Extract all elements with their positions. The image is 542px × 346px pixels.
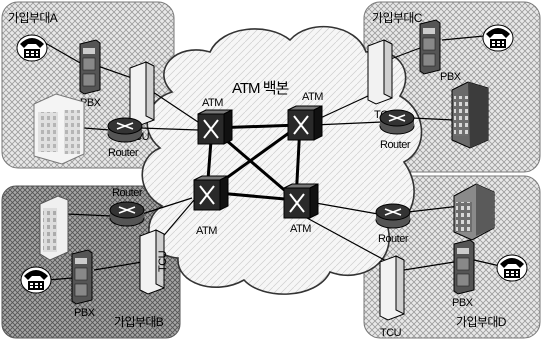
router-icon <box>107 117 143 143</box>
pbx-icon <box>419 19 441 75</box>
tcu-icon <box>367 39 393 105</box>
building-icon <box>33 93 85 165</box>
phone-icon <box>16 34 48 62</box>
router-label-b: Router <box>112 187 143 199</box>
pbx-label-c: PBX <box>440 71 462 83</box>
router-label-a: Router <box>108 147 139 159</box>
router-icon <box>109 201 145 227</box>
atm-switch-icon <box>193 175 229 211</box>
atm-switch-icon <box>197 109 233 145</box>
phone-icon <box>496 254 528 282</box>
tcu-icon <box>129 61 155 127</box>
atm-label-3: ATM <box>196 225 217 237</box>
site-title-d: 가입부대D <box>456 315 507 329</box>
site-title-c: 가입부대C <box>372 11 423 25</box>
router-icon <box>379 109 415 135</box>
tcu-icon <box>379 255 405 321</box>
pbx-icon <box>71 249 93 305</box>
router-label-d: Router <box>378 233 409 245</box>
atm-switch-icon <box>283 183 319 219</box>
site-title-b: 가입부대B <box>114 315 164 329</box>
pbx-label-b: PBX <box>74 307 96 319</box>
router-icon <box>375 203 411 229</box>
tcu-icon <box>139 229 165 295</box>
phone-icon <box>20 266 52 294</box>
pbx-icon <box>79 39 101 95</box>
building-icon <box>453 183 495 241</box>
building-icon <box>451 81 489 149</box>
atm-label-4: ATM <box>290 223 311 235</box>
pbx-label-a: PBX <box>80 97 102 109</box>
pbx-label-d: PBX <box>452 297 474 309</box>
tcu-label-b: TCU <box>157 250 169 272</box>
router-label-c: Router <box>380 139 411 151</box>
pbx-icon <box>453 239 475 295</box>
atm-label-1: ATM <box>202 97 223 109</box>
tcu-label-d: TCU <box>380 327 402 339</box>
cloud-title: ATM 백본 <box>232 80 289 97</box>
building-icon <box>39 195 69 261</box>
atm-switch-icon <box>287 105 323 141</box>
phone-icon <box>482 24 514 52</box>
site-title-a: 가입부대A <box>8 11 58 25</box>
atm-label-2: ATM <box>302 91 323 103</box>
